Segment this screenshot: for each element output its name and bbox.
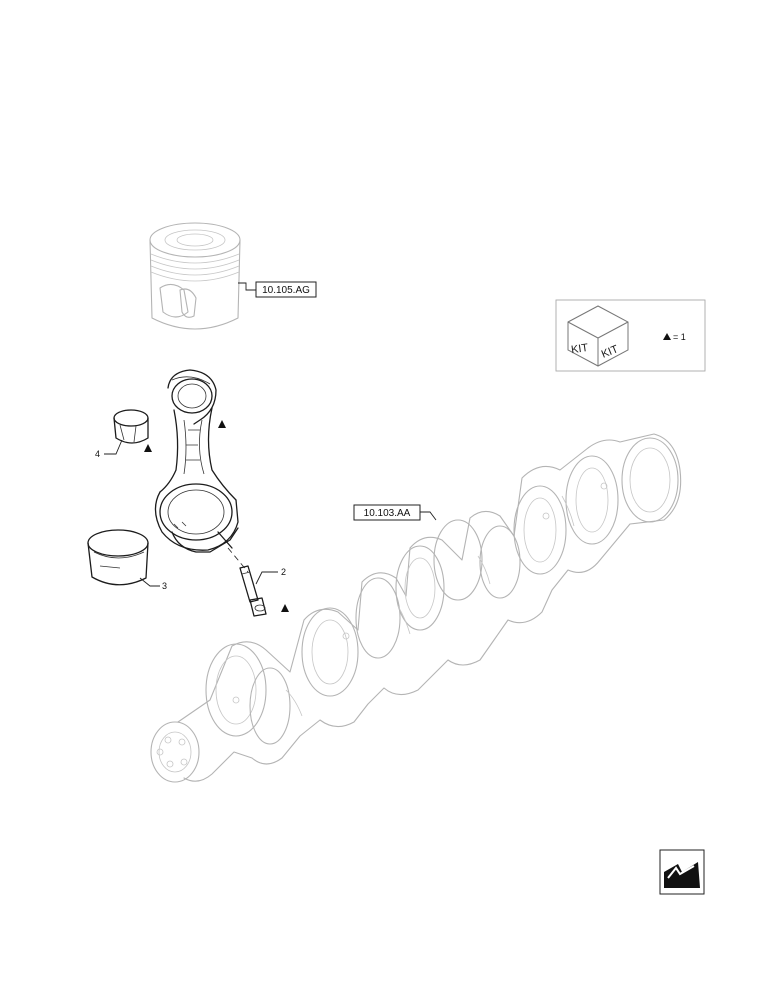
kit-cube-left-label: KIT: [570, 342, 589, 356]
crankshaft-reference-callout[interactable]: 10.103.AA: [353, 504, 437, 521]
triangle-marker-icon: [281, 604, 289, 612]
connecting-rod-bolt: [239, 565, 267, 617]
crankshaft-illustration: [150, 433, 682, 783]
callout-item-4: 4: [95, 439, 123, 459]
triangle-marker-icon: [218, 420, 226, 428]
item-4-number: 4: [95, 449, 100, 459]
callout-item-3: 3: [139, 577, 167, 591]
item-2-number: 2: [281, 567, 286, 577]
assembly-axis-line: [227, 547, 249, 573]
kit-legend: KIT KIT = 1: [555, 299, 706, 372]
piston-reference-label[interactable]: 10.105.AG: [262, 285, 310, 296]
crankshaft-reference-label[interactable]: 10.103.AA: [364, 508, 411, 519]
triangle-marker-icon: [144, 444, 152, 452]
kit-quantity-label: = 1: [673, 332, 686, 342]
big-end-bearing-shell: [87, 529, 149, 586]
item-3-number: 3: [162, 581, 167, 591]
next-page-arrow-icon[interactable]: [659, 849, 705, 895]
piston-reference-callout[interactable]: 10.105.AG: [238, 281, 317, 298]
connecting-rod-illustration: [154, 369, 239, 553]
kit-cube-icon: KIT KIT: [567, 305, 629, 367]
piston-illustration: [149, 222, 241, 330]
small-end-bushing: [113, 409, 149, 444]
triangle-marker-icon: [663, 333, 671, 340]
callout-item-2: 2: [255, 567, 286, 585]
